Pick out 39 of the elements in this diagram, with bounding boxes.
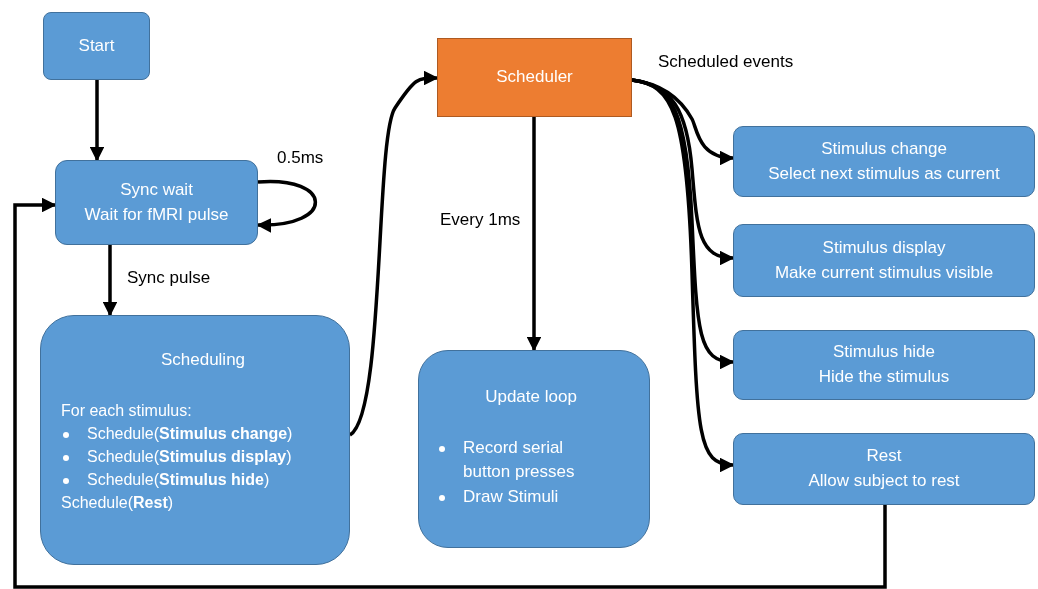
bullet-item: Schedule(Stimulus hide) [87, 470, 270, 491]
arrow [102, 245, 118, 317]
process-box [437, 38, 632, 117]
box-title: Start [78, 34, 115, 57]
process-box [43, 12, 150, 80]
box-title: Stimulus hide [832, 341, 936, 364]
box-text: Wait for fMRI pulse [84, 203, 229, 226]
process-box [733, 224, 1035, 297]
box-title: Scheduler [496, 66, 573, 89]
edge-label: Sync pulse [125, 268, 213, 288]
bullet-item: Record serial button presses [463, 436, 576, 484]
arrow [348, 70, 439, 437]
box-text: Make current stimulus visible [774, 261, 994, 284]
bullet-item: Draw Stimuli [463, 485, 559, 508]
bullet-item: Schedule(Stimulus change) [87, 423, 293, 444]
box-text: Hide the stimulus [818, 366, 950, 388]
box-title: Update loop [484, 386, 578, 408]
process-box [733, 126, 1035, 197]
box-text: Schedule(Rest) [61, 493, 175, 514]
box-title: Scheduling [159, 349, 247, 371]
loop-arrow [256, 179, 317, 232]
box-text: For each stimulus: [61, 400, 193, 421]
box-title: Rest [866, 445, 902, 468]
arrow [631, 78, 735, 472]
box-title: Stimulus display [822, 236, 946, 259]
arrow [13, 197, 887, 589]
box-title: Stimulus change [821, 137, 947, 160]
process-box [40, 315, 350, 565]
bullet-item: Schedule(Stimulus display) [87, 447, 292, 467]
box-title: Sync wait [120, 178, 193, 201]
arrow [89, 80, 105, 162]
process-box [418, 350, 650, 548]
edge-label: Every 1ms [438, 210, 523, 230]
box-text: Select next stimulus as current [768, 162, 1000, 185]
box-text: Allow subject to rest [808, 470, 960, 492]
process-box [733, 330, 1035, 400]
process-box [55, 160, 258, 245]
process-box [733, 433, 1035, 505]
arrow [526, 117, 542, 352]
